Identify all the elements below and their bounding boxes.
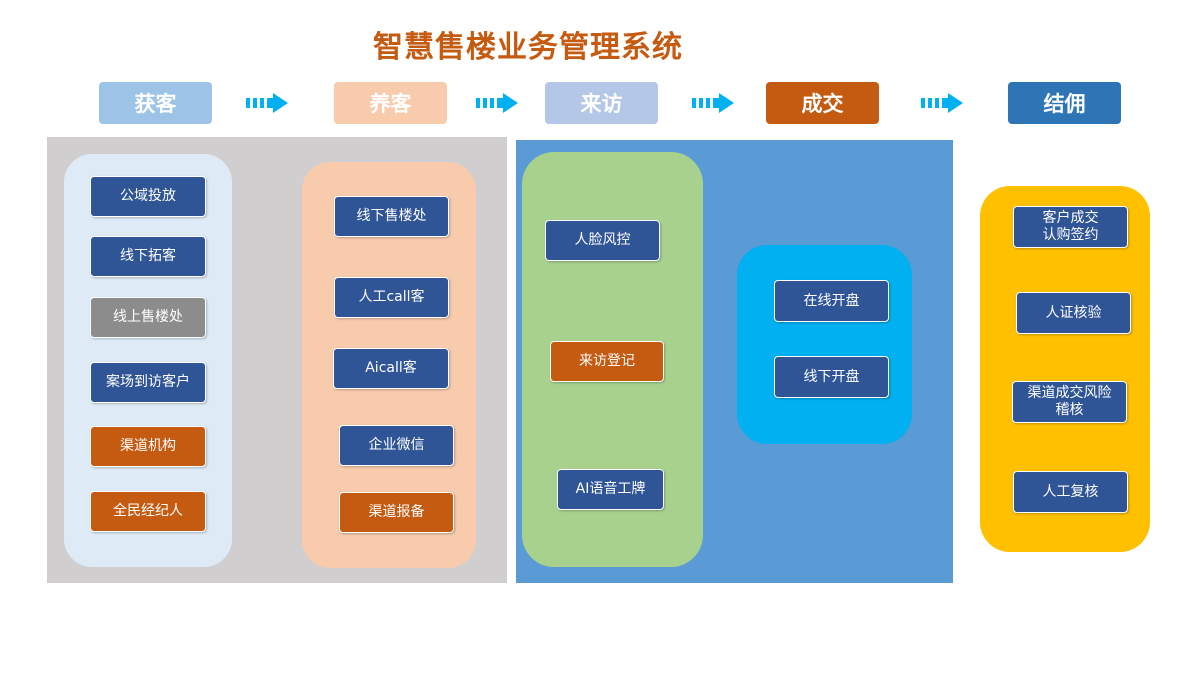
visit-item: 来访登记 <box>550 341 664 382</box>
commission-item: 渠道成交风险 稽核 <box>1012 381 1127 423</box>
commission-item: 人证核验 <box>1016 292 1131 334</box>
visit-item: 人脸风控 <box>545 220 660 261</box>
arrow-right-icon <box>476 93 518 113</box>
stage-visit-label: 来访 <box>580 92 623 116</box>
nurture-item: 渠道报备 <box>339 492 454 533</box>
nurture-item: 人工call客 <box>334 277 449 318</box>
commission-item: 客户成交 认购签约 <box>1013 206 1128 248</box>
stage-acquire: 获客 <box>99 82 212 124</box>
acquire-item: 案场到访客户 <box>90 362 206 403</box>
stage-deal: 成交 <box>766 82 879 124</box>
stage-nurture-label: 养客 <box>369 92 412 116</box>
arrow-right-icon <box>246 93 288 113</box>
stage-commission-label: 结佣 <box>1043 92 1086 116</box>
acquire-item: 线上售楼处 <box>90 297 206 338</box>
page-title: 智慧售楼业务管理系统 <box>373 30 683 65</box>
stage-acquire-label: 获客 <box>134 92 177 116</box>
stage-commission: 结佣 <box>1008 82 1121 124</box>
nurture-item: 企业微信 <box>339 425 454 466</box>
deal-lane <box>737 245 912 444</box>
stage-deal-label: 成交 <box>801 92 844 116</box>
nurture-item: 线下售楼处 <box>334 196 449 237</box>
deal-item: 线下开盘 <box>774 356 889 398</box>
stage-visit: 来访 <box>545 82 658 124</box>
arrow-right-icon <box>921 93 963 113</box>
arrow-right-icon <box>692 93 734 113</box>
commission-item: 人工复核 <box>1013 471 1128 513</box>
stage-nurture: 养客 <box>334 82 447 124</box>
nurture-item: Aicall客 <box>333 348 449 389</box>
acquire-item: 公域投放 <box>90 176 206 217</box>
acquire-item: 线下拓客 <box>90 236 206 277</box>
acquire-item: 渠道机构 <box>90 426 206 467</box>
visit-item: AI语音工牌 <box>557 469 664 510</box>
acquire-item: 全民经纪人 <box>90 491 206 532</box>
deal-item: 在线开盘 <box>774 280 889 322</box>
